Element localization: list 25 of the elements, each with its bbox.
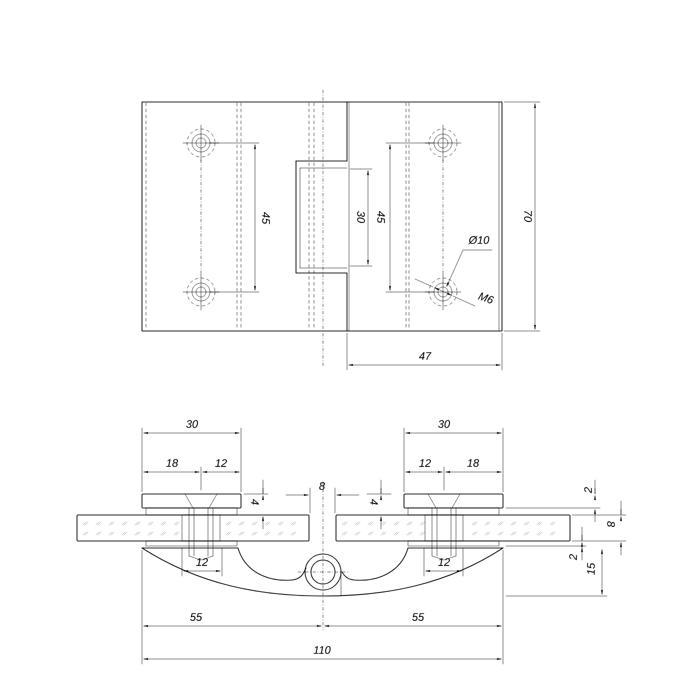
dimension-label: 30 [357,211,365,223]
dimension-label: 4 [370,499,378,505]
dimension-label: 12 [438,558,450,566]
dimension-label: 2 [569,554,577,560]
dimension-label: 47 [418,352,432,360]
dimension-label: 55 [412,613,424,621]
dimension-label: 12 [196,558,208,566]
dimension-label: 30 [438,420,450,428]
dimension-label: 2 [584,487,592,494]
dimension-label: 12 [215,459,227,467]
dimension-label: 45 [262,212,270,224]
dimension-label: 18 [166,459,178,467]
dimension-label: 18 [467,459,480,467]
dimension-label: 4 [251,499,259,505]
dimension-label: Ø10 [468,236,490,244]
dimension-label: 45 [377,210,385,224]
dimension-label: 8 [607,521,615,527]
dimension-label: 55 [190,613,202,621]
dimension-label: M6 [478,292,494,304]
dimension-label: 12 [419,459,431,467]
dimension-label: 8 [319,482,325,490]
dimension-label: 30 [186,420,198,428]
dimension-label: 70 [524,211,532,222]
dimension-label: 110 [314,646,331,654]
dimension-label: 15 [587,562,595,575]
